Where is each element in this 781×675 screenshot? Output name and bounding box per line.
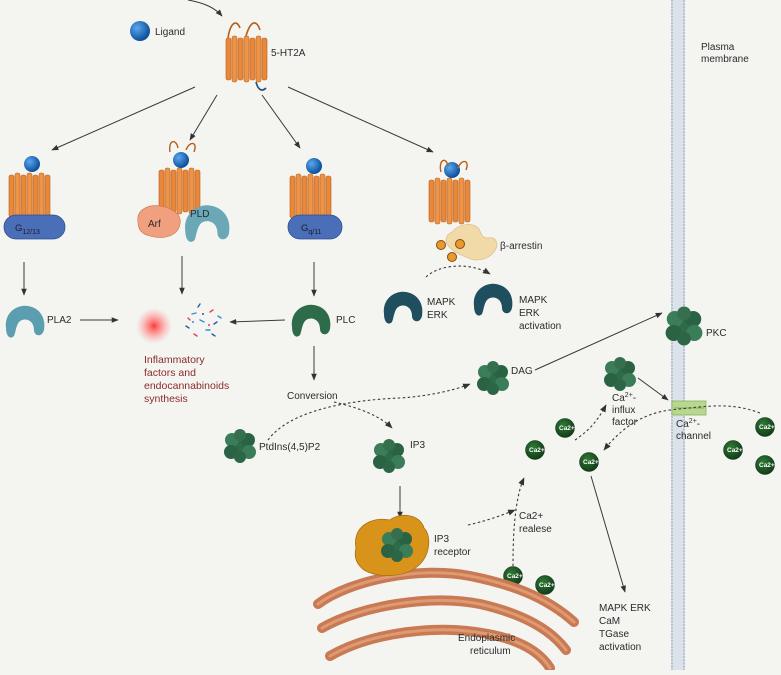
pla2-enzyme-icon bbox=[5, 305, 45, 338]
pip2-label: PtdIns(4,5)P2 bbox=[259, 442, 321, 453]
mapk2-line1: MAPK bbox=[519, 295, 548, 306]
inflam-line1: Inflammatory bbox=[144, 354, 205, 366]
mapk2-line3: activation bbox=[519, 321, 561, 332]
influx-line3: factor bbox=[612, 417, 638, 428]
arrow-to-beta-arrestin bbox=[287, 86, 434, 153]
influx-line2: influx bbox=[612, 405, 635, 416]
er-line1: Endoplasmic bbox=[458, 633, 515, 644]
ca-ion-label: Ca2+ bbox=[583, 459, 599, 466]
pld-label: PLD bbox=[190, 209, 209, 220]
arrow-pip2-to-dag bbox=[267, 383, 471, 441]
ip3-icon bbox=[373, 439, 405, 473]
ca-ion-label: Ca2+ bbox=[759, 462, 775, 469]
receptor-5ht2a-icon bbox=[225, 22, 268, 91]
g1213-protein bbox=[3, 214, 66, 240]
channel-line1: Ca2+- bbox=[676, 418, 700, 430]
g1213-label: G12/13 bbox=[15, 223, 40, 236]
ligand-icon bbox=[173, 152, 189, 168]
arf-label: Arf bbox=[148, 219, 161, 230]
ca-ion-label: Ca2+ bbox=[559, 425, 575, 432]
receptor-label: 5-HT2A bbox=[271, 48, 306, 59]
arrow-ca-to-influx bbox=[574, 404, 607, 441]
plc-label: PLC bbox=[336, 315, 355, 326]
out-line2: CaM bbox=[599, 616, 620, 627]
ca-ion-label: Ca2+ bbox=[539, 582, 555, 589]
beta-arrestin-protein bbox=[445, 224, 498, 261]
arrow-mapk-activation bbox=[425, 265, 491, 278]
mapk1-line2: ERK bbox=[427, 310, 448, 321]
phosphate-icons bbox=[436, 239, 465, 262]
arrow-to-gq11 bbox=[261, 94, 301, 149]
pkc-icon bbox=[665, 306, 703, 346]
ca-release-line2: realese bbox=[519, 524, 552, 535]
receptor-g1213-icon bbox=[8, 172, 51, 220]
endoplasmic-reticulum bbox=[313, 567, 579, 673]
receptor-loop bbox=[439, 159, 468, 173]
out-line3: TGase bbox=[599, 629, 629, 640]
dag-label: DAG bbox=[511, 366, 533, 377]
receptor-beta-arrestin-icon bbox=[428, 177, 471, 225]
pkc-label: PKC bbox=[706, 328, 727, 339]
ca-influx-factor-icon bbox=[604, 357, 636, 391]
ip3r-line1: IP3 bbox=[434, 534, 449, 545]
receptor-gq11-icon bbox=[289, 173, 332, 221]
mapk-erk-icon bbox=[383, 291, 423, 324]
arrow-ca-entry bbox=[603, 405, 761, 451]
mapk2-line2: ERK bbox=[519, 308, 540, 319]
arrow-ip3r-to-release bbox=[467, 509, 516, 526]
ligand-binding-arrow bbox=[187, 0, 223, 17]
er-line2: reticulum bbox=[470, 646, 511, 657]
arrow-influx-to-channel bbox=[637, 377, 669, 401]
inflammatory-dot bbox=[136, 308, 172, 344]
receptor-loop bbox=[168, 141, 196, 153]
conversion-label: Conversion bbox=[287, 391, 338, 402]
ca-ion-label: Ca2+ bbox=[727, 447, 743, 454]
arrow-to-ip3 bbox=[333, 401, 393, 429]
mapk-erk-active-icon bbox=[473, 283, 513, 316]
ip3-bound-icon bbox=[381, 528, 413, 562]
plc-enzyme-icon bbox=[291, 304, 331, 337]
ligand-label: Ligand bbox=[155, 27, 185, 38]
pla2-label: PLA2 bbox=[47, 315, 72, 326]
gq11-protein bbox=[287, 214, 343, 240]
lipid-particles bbox=[185, 303, 222, 337]
membrane-label-line2: membrane bbox=[701, 54, 749, 65]
ligand-icon bbox=[306, 158, 322, 174]
mapk1-line1: MAPK bbox=[427, 297, 456, 308]
ca-ion-label: Ca2+ bbox=[507, 573, 523, 580]
ligand-icon bbox=[24, 156, 40, 172]
pip2-icon bbox=[224, 429, 256, 463]
ca-ion-label: Ca2+ bbox=[529, 447, 545, 454]
dag-icon bbox=[477, 361, 509, 395]
membrane-label-line1: Plasma bbox=[701, 42, 735, 53]
ca-release-line1: Ca2+ bbox=[519, 511, 543, 522]
ip3-label: IP3 bbox=[410, 440, 425, 451]
inflam-line4: synthesis bbox=[144, 393, 188, 405]
arrow-to-g1213 bbox=[51, 86, 196, 151]
ca-ion-label: Ca2+ bbox=[759, 424, 775, 431]
beta-arrestin-label: β-arrestin bbox=[500, 241, 542, 252]
arrow-ca-to-outputs bbox=[590, 475, 626, 593]
arrow-plc-to-inflam bbox=[229, 318, 286, 325]
arrow-dag-to-pkc bbox=[534, 312, 663, 371]
out-line1: MAPK ERK bbox=[599, 603, 651, 614]
channel-line2: channel bbox=[676, 431, 711, 442]
inflam-line3: endocannabinoids bbox=[144, 380, 229, 392]
gq11-label: Gq/11 bbox=[301, 223, 322, 236]
influx-line1: Ca2+- bbox=[612, 392, 636, 404]
arrow-to-pld bbox=[189, 94, 218, 141]
ligand-icon bbox=[130, 21, 150, 41]
out-line4: activation bbox=[599, 642, 641, 653]
ip3r-line2: receptor bbox=[434, 547, 471, 558]
inflam-line2: factors and bbox=[144, 367, 196, 379]
arrow-er-ca-up bbox=[512, 477, 525, 567]
ligand-icon bbox=[444, 162, 460, 178]
arf-protein bbox=[137, 205, 181, 238]
